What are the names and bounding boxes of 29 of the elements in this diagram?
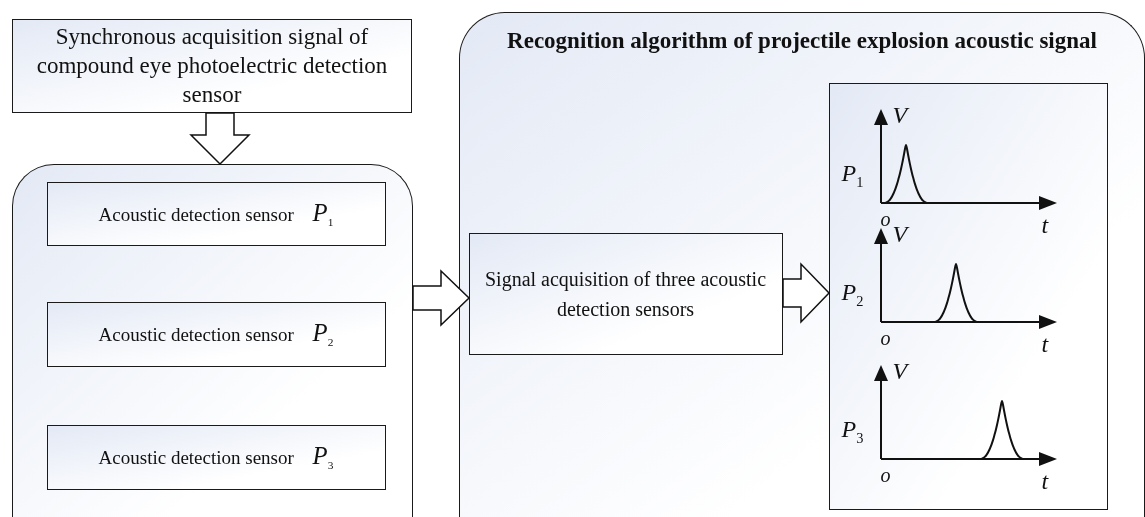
axis-label: V	[892, 102, 908, 127]
sensor-box	[46, 181, 386, 246]
process-box	[468, 232, 783, 355]
sensor-box	[46, 301, 386, 367]
node-text: Synchronous acquisition signal of compound eye photoelectric detection sensor	[35, 22, 389, 109]
axis-label: t	[1041, 331, 1049, 356]
sensor-label: P$_{2}$	[841, 279, 864, 308]
origin-label: o	[880, 208, 891, 229]
node-text: Acoustic detection sensor P$_{3}$	[97, 441, 335, 473]
node-text: Acoustic detection sensor P$_{1}$	[97, 198, 335, 229]
axis-label: t	[1041, 468, 1049, 493]
group-panel	[12, 164, 413, 517]
process-box	[12, 19, 412, 113]
axis-label: t	[1041, 212, 1049, 237]
group-panel	[459, 12, 1145, 517]
sensor-label: P$_{1}$	[841, 160, 864, 189]
panel-title: Recognition algorithm of projectile explosion acoustic signal	[506, 27, 1098, 55]
plot-panel	[828, 82, 1108, 510]
block-arrow	[782, 262, 831, 324]
origin-label: o	[880, 327, 891, 348]
axis-label: V	[892, 358, 908, 383]
origin-label: o	[880, 464, 891, 485]
sensor-box	[46, 424, 386, 490]
axis-label: V	[892, 221, 908, 246]
node-text: Signal acquisition of three acoustic detection sensors	[483, 266, 767, 322]
block-arrow	[412, 269, 471, 327]
sensor-label: P$_{3}$	[841, 416, 864, 445]
block-arrow	[189, 112, 251, 166]
node-text: Acoustic detection sensor P$_{2}$	[97, 318, 335, 350]
